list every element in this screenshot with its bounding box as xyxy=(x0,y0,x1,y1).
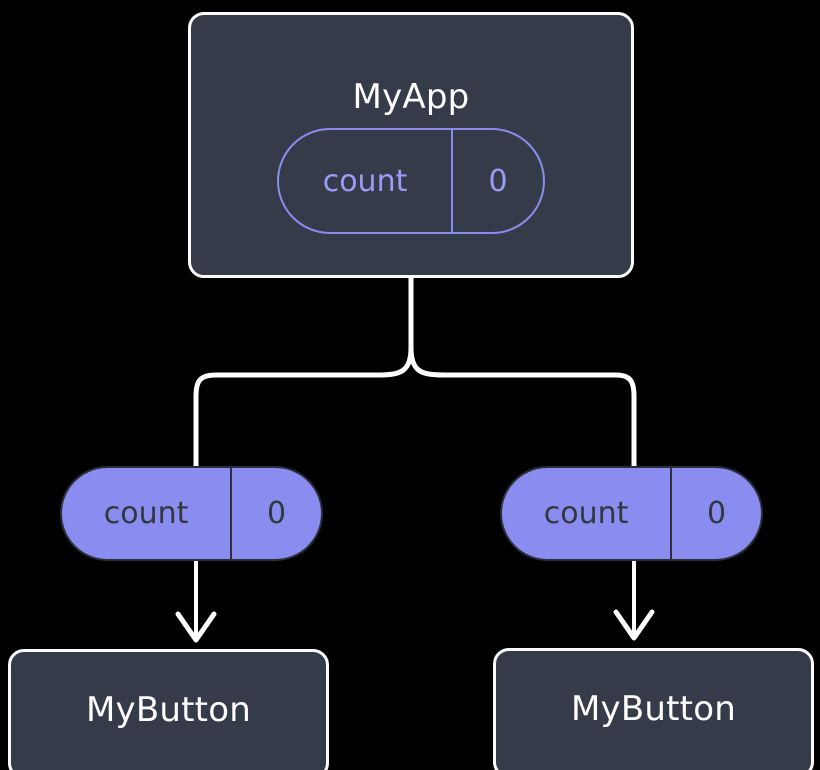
widget-node-mybutton-right-label: MyButton xyxy=(571,689,736,729)
widget-node-myapp-label: MyApp xyxy=(352,77,470,117)
edge-branch-right xyxy=(408,345,637,471)
widget-node-mybutton-left-label: MyButton xyxy=(86,690,251,730)
state-pill-myapp-key: count xyxy=(322,163,408,199)
state-pill-right-value: 0 xyxy=(670,468,761,559)
state-pill-myapp[interactable]: count 0 xyxy=(277,128,545,234)
state-pill-left-key: count xyxy=(103,496,189,531)
state-pill-left[interactable]: count 0 xyxy=(60,466,323,561)
edge-branch-left xyxy=(193,345,414,471)
widget-node-mybutton-left[interactable]: MyButton xyxy=(8,649,329,770)
arrowhead-left-icon xyxy=(175,611,217,643)
widget-node-mybutton-right[interactable]: MyButton xyxy=(493,648,814,770)
state-pill-right-key: count xyxy=(543,496,629,531)
state-pill-left-value: 0 xyxy=(230,468,321,559)
state-pill-right[interactable]: count 0 xyxy=(500,466,763,561)
state-pill-myapp-value: 0 xyxy=(451,130,543,232)
arrowhead-right-icon xyxy=(613,609,655,641)
